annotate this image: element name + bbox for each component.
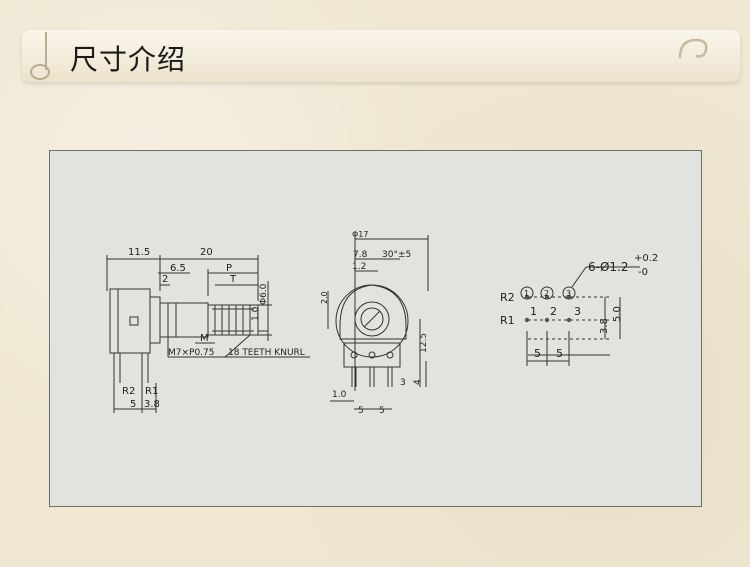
dim-2-0-front: 2.0 xyxy=(320,291,329,304)
circled-2: 2 xyxy=(544,289,549,298)
knurl-spec: 18 TEETH KNURL xyxy=(228,348,305,358)
dim-p: P xyxy=(226,263,232,274)
dim-4-front: 4 xyxy=(413,379,423,385)
dim-5-0-pcb: 5.0 xyxy=(612,306,623,322)
dim-5a-front: 5 xyxy=(358,406,364,416)
circled-1: 1 xyxy=(524,289,529,298)
hole-tol-plus: +0.2 xyxy=(634,253,658,264)
hole-tol-minus: -0 xyxy=(638,267,648,278)
pin-2-label: 2 xyxy=(550,305,557,318)
thread-spec: M7×P0.75 xyxy=(168,348,215,358)
page-title: 尺寸介绍 xyxy=(70,43,187,76)
hole-spec: 6-Ø1.2 xyxy=(588,260,629,274)
pin-1-label: 1 xyxy=(530,305,537,318)
dimension-drawing: 11.5 20 6.5 P 2 T M 1.0 Φ6.0 M7×P0.75 18… xyxy=(106,230,658,416)
music-note-decoration-icon xyxy=(30,32,50,80)
row-r2-label: R2 xyxy=(500,291,515,304)
dim-t: T xyxy=(229,274,237,285)
dim-20: 20 xyxy=(200,247,213,258)
dim-1-0-front: 1.0 xyxy=(332,390,347,400)
dim-5-side: 5 xyxy=(130,399,136,410)
dim-7-8: 7.8 xyxy=(353,250,368,260)
dim-6-5: 6.5 xyxy=(170,263,186,274)
dim-11-5: 11.5 xyxy=(128,247,150,258)
dim-5a-pcb: 5 xyxy=(534,347,541,360)
dimension-drawing-panel: 11.5 20 6.5 P 2 T M 1.0 Φ6.0 M7×P0.75 18… xyxy=(49,150,702,507)
dim-angle: 30°±5 xyxy=(382,250,411,260)
circled-3: 3 xyxy=(566,289,571,298)
dim-5b-pcb: 5 xyxy=(556,347,563,360)
row-r1-label: R1 xyxy=(500,314,515,327)
dim-3-8-side: 3.8 xyxy=(144,399,160,410)
dim-m: M xyxy=(200,333,209,344)
curl-decoration-icon xyxy=(678,38,708,59)
pin-r1-label: R1 xyxy=(145,386,158,397)
pin-3-label: 3 xyxy=(574,305,581,318)
dim-1-0-side: 1.0 xyxy=(251,306,261,321)
dim-12-5: 12.5 xyxy=(419,333,429,353)
dim-2: 2 xyxy=(162,274,168,285)
dim-dia17: Φ17 xyxy=(352,230,368,239)
title-bar xyxy=(22,30,740,82)
dim-shaft-dia: Φ6.0 xyxy=(259,283,269,305)
dim-5b-front: 5 xyxy=(379,406,385,416)
dim-1-2-front: 1.2 xyxy=(352,262,366,272)
dim-3-8-pcb: 3.8 xyxy=(599,318,610,334)
dim-3-front: 3 xyxy=(400,378,406,388)
pin-r2-label: R2 xyxy=(122,386,135,397)
